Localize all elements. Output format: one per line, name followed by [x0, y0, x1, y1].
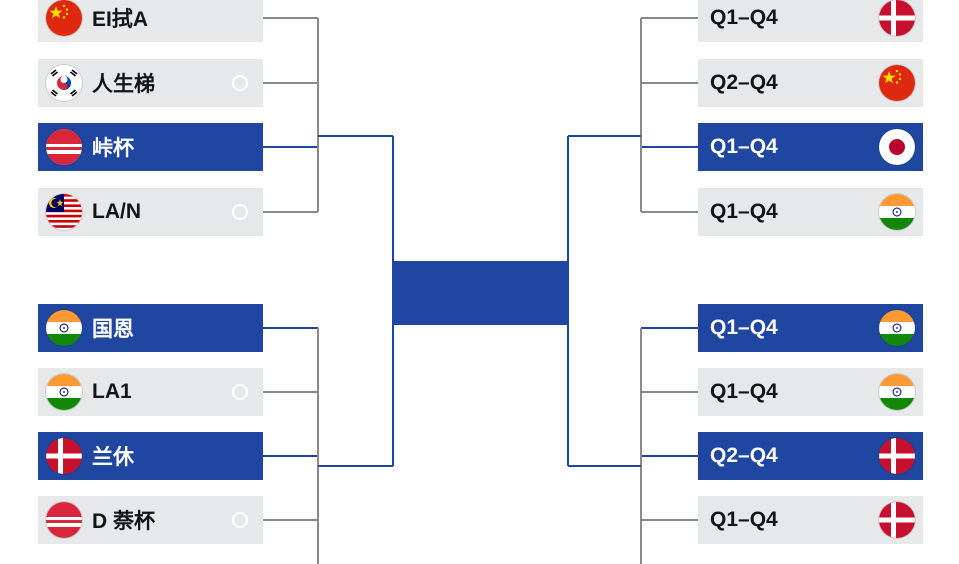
india-flag-icon [879, 374, 915, 410]
left-lower-entry-2[interactable]: LA1 [38, 368, 263, 416]
right-upper-entry-2[interactable]: Q2–Q4 [698, 59, 923, 107]
entry-label: Q2–Q4 [710, 444, 778, 467]
entry-label: Q1–Q4 [710, 508, 778, 531]
entry-label: 人生梯 [92, 73, 155, 96]
right-upper-entry-3[interactable]: Q1–Q4 [698, 123, 923, 171]
red-white-flag-icon [46, 502, 82, 538]
radio-circle-icon[interactable] [232, 204, 248, 220]
left-lower-entry-4[interactable]: D 萘杯 [38, 496, 263, 544]
right-lower-entry-1[interactable]: Q1–Q4 [698, 304, 923, 352]
malaysia-flag-icon [46, 194, 82, 230]
china-flag-icon [46, 0, 82, 36]
left-upper-entry-4[interactable]: LA/N [38, 188, 263, 236]
entry-label: 国恩 [92, 318, 134, 341]
right-lower-entry-2[interactable]: Q1–Q4 [698, 368, 923, 416]
right-lower-entry-4[interactable]: Q1–Q4 [698, 496, 923, 544]
entry-label: Q1–Q4 [710, 135, 778, 158]
left-upper-entry-2[interactable]: 人生梯 [38, 59, 263, 107]
entry-label: Q2–Q4 [710, 71, 778, 94]
entry-label: 峠杯 [92, 137, 134, 160]
right-lower-entry-3[interactable]: Q2–Q4 [698, 432, 923, 480]
left-lower-entry-1[interactable]: 国恩 [38, 304, 263, 352]
entry-label: Q1–Q4 [710, 200, 778, 223]
left-upper-entry-3[interactable]: 峠杯 [38, 123, 263, 171]
left-lower-entry-3[interactable]: 兰休 [38, 432, 263, 480]
red-white-flag-icon [46, 129, 82, 165]
radio-circle-icon[interactable] [232, 512, 248, 528]
radio-circle-icon[interactable] [232, 75, 248, 91]
entry-label: Q1–Q4 [710, 316, 778, 339]
entry-label: LA/N [92, 200, 141, 223]
right-upper-entry-4[interactable]: Q1–Q4 [698, 188, 923, 236]
entry-label: EI拭A [92, 8, 149, 31]
denmark-flag-icon [879, 0, 915, 36]
india-flag-icon [46, 310, 82, 346]
entry-label: D 萘杯 [92, 510, 155, 533]
left-upper-entry-1[interactable]: EI拭A [38, 0, 263, 42]
final-match-box[interactable] [393, 261, 568, 325]
japan-flag-icon [879, 129, 915, 165]
denmark-flag-icon [46, 438, 82, 474]
india-flag-icon [46, 374, 82, 410]
south-korea-flag-icon [46, 65, 82, 101]
radio-circle-icon[interactable] [232, 384, 248, 400]
china-flag-icon [879, 65, 915, 101]
india-flag-icon [879, 194, 915, 230]
denmark-flag-icon [879, 438, 915, 474]
entry-label: LA1 [92, 380, 132, 403]
right-upper-entry-1[interactable]: Q1–Q4 [698, 0, 923, 42]
denmark-flag-icon [879, 502, 915, 538]
entry-label: 兰休 [92, 446, 134, 469]
india-flag-icon [879, 310, 915, 346]
entry-label: Q1–Q4 [710, 380, 778, 403]
entry-label: Q1–Q4 [710, 6, 778, 29]
